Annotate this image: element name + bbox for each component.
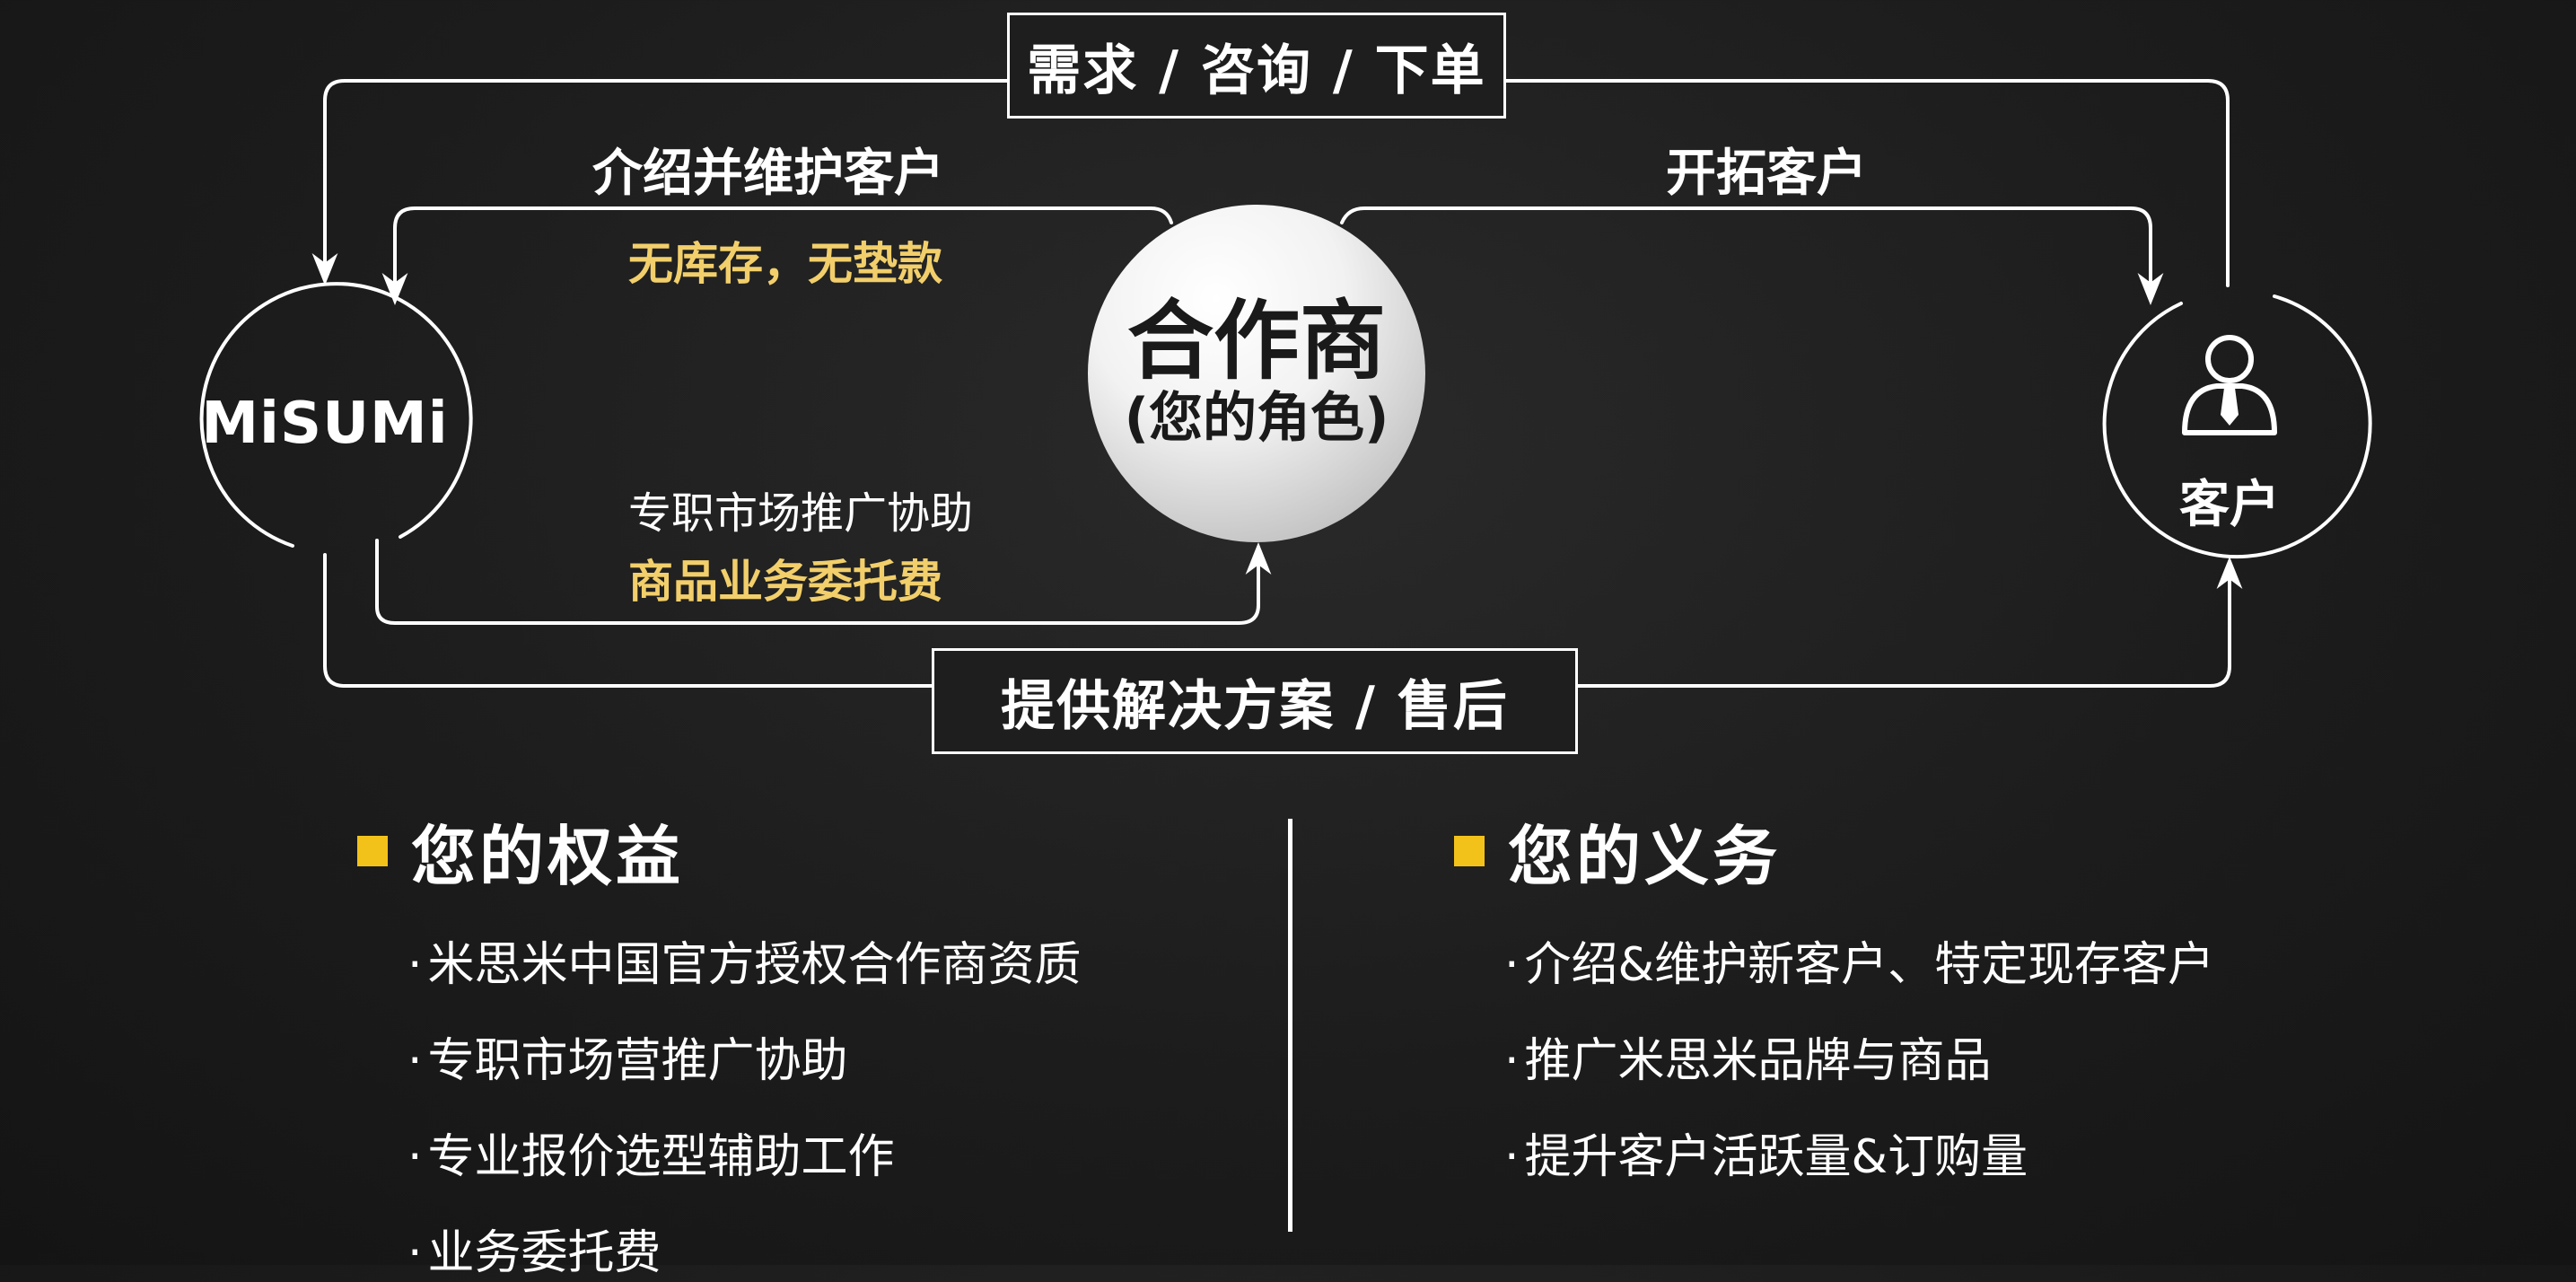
- section-divider: [1288, 819, 1292, 1232]
- customer-label: 客户: [2179, 475, 2280, 534]
- benefits-list: ·米思米中国官方授权合作商资质·专职市场营推广协助·专业报价选型辅助工作·业务委…: [357, 926, 1082, 1282]
- misumi-to-partner-line: [375, 539, 1272, 625]
- list-item: ·专职市场营推广协助: [357, 1023, 1082, 1090]
- list-item: ·业务委托费: [357, 1215, 1082, 1282]
- top-flow-label: 需求 / 咨询 / 下单: [1007, 13, 1506, 119]
- bullet: ·: [1504, 1130, 1520, 1184]
- list-item: ·介绍&维护新客户、特定现存客户: [1454, 926, 2214, 994]
- benefits-section: 您的权益 ·米思米中国官方授权合作商资质·专职市场营推广协助·专业报价选型辅助工…: [357, 803, 1082, 1282]
- bullet: ·: [407, 1034, 423, 1088]
- develop-customers-label: 开拓客户: [1666, 145, 1867, 203]
- misumi-node: MiSUMi: [190, 289, 460, 558]
- list-item: ·推广米思米品牌与商品: [1454, 1023, 2214, 1090]
- benefits-title: 您的权益: [411, 819, 685, 894]
- obligations-section: 您的义务 ·介绍&维护新客户、特定现存客户·推广米思米品牌与商品·提升客户活跃量…: [1454, 803, 2214, 1186]
- obligations-title: 您的义务: [1508, 819, 1782, 894]
- yellow-square-icon: [357, 835, 388, 866]
- bullet: ·: [407, 938, 423, 992]
- list-item-text: 专业报价选型辅助工作: [427, 1130, 895, 1184]
- introduce-maintain-label: 介绍并维护客户: [592, 145, 944, 203]
- list-item-text: 推广米思米品牌与商品: [1524, 1034, 1992, 1088]
- marketing-support-label: 专职市场推广协助: [628, 488, 974, 539]
- commission-note: 商品业务委托费: [628, 556, 942, 608]
- obligations-list: ·介绍&维护新客户、特定现存客户·推广米思米品牌与商品·提升客户活跃量&订购量: [1454, 926, 2214, 1186]
- no-stock-note: 无库存，无垫款: [628, 238, 942, 290]
- partner-to-customer-line: [1340, 206, 2164, 305]
- customer-node: 客户: [2095, 296, 2364, 566]
- list-item: ·提升客户活跃量&订购量: [1454, 1119, 2214, 1186]
- list-item-text: 业务委托费: [427, 1226, 662, 1280]
- list-item-text: 米思米中国官方授权合作商资质: [427, 938, 1082, 992]
- bullet: ·: [1504, 1034, 1520, 1088]
- misumi-logo: MiSUMi: [201, 391, 449, 457]
- misumi-circle-outline: [199, 282, 473, 548]
- list-item: ·专业报价选型辅助工作: [357, 1119, 1082, 1186]
- partner-to-misumi-line: [381, 206, 1173, 305]
- yellow-square-icon: [1454, 835, 1485, 866]
- partner-node: 合作商 (您的角色): [1088, 205, 1425, 542]
- customer-circle-outline: [2102, 294, 2372, 559]
- list-item-text: 提升客户活跃量&订购量: [1524, 1130, 2028, 1184]
- bullet: ·: [407, 1226, 423, 1280]
- list-item-text: 介绍&维护新客户、特定现存客户: [1524, 938, 2215, 992]
- person-tie-icon: [2182, 335, 2277, 435]
- list-item: ·米思米中国官方授权合作商资质: [357, 926, 1082, 994]
- bullet: ·: [1504, 938, 1520, 992]
- partner-subtitle: (您的角色): [1124, 387, 1389, 451]
- bullet: ·: [407, 1130, 423, 1184]
- list-item-text: 专职市场营推广协助: [427, 1034, 848, 1088]
- bottom-flow-label: 提供解决方案 / 售后: [932, 648, 1578, 754]
- partner-title: 合作商: [1127, 290, 1386, 391]
